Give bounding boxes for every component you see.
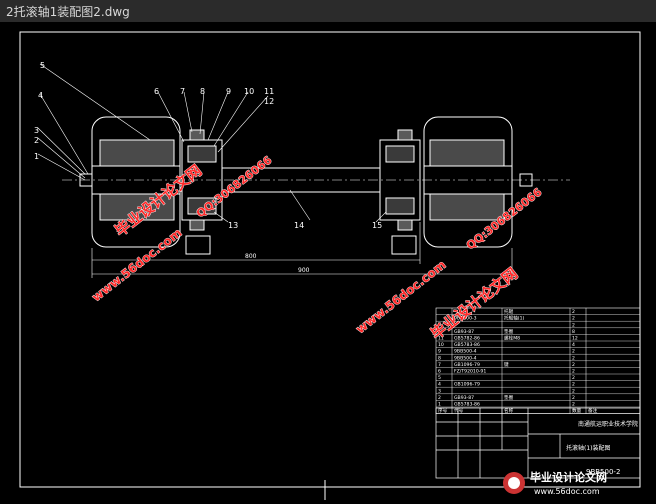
- bom-cell: 2: [572, 375, 575, 381]
- balloon-1: 1: [34, 152, 39, 161]
- bom-cell: 托辊轴(1): [504, 315, 524, 322]
- bom-cell: 7: [438, 362, 441, 368]
- bom-cell: 垫圈: [504, 328, 514, 335]
- balloon-15: 15: [372, 221, 382, 230]
- balloon-11: 11: [264, 87, 274, 96]
- right-roller: [423, 116, 513, 248]
- dim-overall: 900: [298, 267, 310, 274]
- balloon-12: 12: [264, 97, 274, 106]
- bom-cell: 螺栓M8: [504, 335, 520, 342]
- bom-cell: 9BB500-4: [454, 355, 477, 361]
- brand-url: www.56doc.com: [534, 487, 600, 496]
- bom-cell: 键: [504, 361, 509, 368]
- bom-cell: 5: [438, 375, 441, 381]
- bom-cell: 2: [572, 355, 575, 361]
- bom-cell: 2: [572, 395, 575, 401]
- cad-drawing: 800 900 1 2 3 4 5 6 7 8 9 10 11 12 13 14…: [19, 31, 641, 500]
- bom-cell: 数量: [572, 407, 582, 414]
- bom-cell: 2: [572, 362, 575, 368]
- balloon-8: 8: [200, 87, 205, 96]
- balloon-7: 7: [180, 87, 185, 96]
- bom-cell: GB93-87: [454, 395, 474, 401]
- brand-cn: 毕业设计论文网: [530, 470, 607, 484]
- leader-lines: [37, 63, 387, 223]
- bom-cell: GB1096-79: [454, 362, 480, 368]
- bom-cell: 2: [572, 309, 575, 315]
- bom-cell: 3: [438, 388, 441, 394]
- bom-cell: GB5783-86: [454, 342, 480, 348]
- bom-cell: GB5783-86: [454, 402, 480, 408]
- bom-cell: 4: [572, 342, 575, 348]
- balloon-5: 5: [40, 61, 45, 70]
- bom-cell: 12: [572, 336, 578, 342]
- bom-cell: 2: [572, 316, 575, 322]
- drawing-canvas[interactable]: 800 900 1 2 3 4 5 6 7 8 9 10 11 12 13 14…: [0, 22, 656, 500]
- balloon-6: 6: [154, 87, 159, 96]
- balloon-9: 9: [226, 87, 231, 96]
- bom-cell: 名称: [504, 407, 514, 414]
- bom-cell: GB1096-79: [454, 382, 480, 388]
- left-roller: [91, 116, 181, 248]
- bom-cell: 备注: [588, 407, 598, 414]
- bom-cell: 2: [438, 395, 441, 401]
- bom-cell: 10: [438, 342, 444, 348]
- bom-cell: 代号: [454, 407, 464, 414]
- window-title: 2托滚轴1装配图2.dwg: [6, 5, 130, 19]
- bom-cell: 2: [572, 369, 575, 375]
- brand-logo: 毕业设计论文网 www.56doc.com: [500, 468, 650, 498]
- window-titlebar: 2托滚轴1装配图2.dwg: [0, 0, 656, 23]
- balloon-2: 2: [34, 136, 39, 145]
- bom-cell: 8: [438, 355, 441, 361]
- bom-cell: 8: [572, 329, 575, 335]
- balloon-10: 10: [244, 87, 254, 96]
- bom-cell: 6: [438, 369, 441, 375]
- bom-cell: 9BB500-3: [454, 316, 477, 322]
- balloon-14: 14: [294, 221, 304, 230]
- bom-cell: GB93-87: [454, 329, 474, 335]
- bom-cell: 2: [572, 382, 575, 388]
- title-block: [435, 407, 641, 479]
- watermark-2: QQ:306826066: [193, 153, 275, 221]
- bom-cell: 2: [572, 349, 575, 355]
- bom-cell: 托辊: [504, 308, 514, 315]
- watermark-3: www.56doc.com: [89, 225, 185, 305]
- bom-cell: 2: [572, 402, 575, 408]
- balloon-13: 13: [228, 221, 238, 230]
- bom-cell: GB5782-86: [454, 336, 480, 342]
- drawing-frame: [19, 31, 641, 488]
- bom-cell: 9: [438, 349, 441, 355]
- title-drawing-no: 9BB500-2: [586, 468, 620, 476]
- bom-cell: FZ/T92010-91: [454, 369, 486, 375]
- bom-cell: 11: [438, 336, 444, 342]
- dim-span: 800: [245, 253, 257, 260]
- title-drawing-name: 托滚轴(1)装配图: [566, 444, 611, 452]
- bom-cell: 序号: [438, 407, 448, 414]
- balloon-3: 3: [34, 126, 39, 135]
- bom-cell: 1: [438, 402, 441, 408]
- dimension-lines: [91, 222, 513, 278]
- bom-cell: 2: [572, 322, 575, 328]
- bom-cell: 2: [572, 388, 575, 394]
- title-school: 南通航运职业技术学院: [578, 420, 638, 428]
- svg-text:QQ:306826066: QQ:306826066: [194, 153, 275, 220]
- bom-cell: 垫圈: [504, 394, 514, 401]
- svg-text:www.56doc.com: www.56doc.com: [89, 226, 184, 305]
- bom-cell: 9BB500-4: [454, 349, 477, 355]
- balloon-4: 4: [38, 91, 43, 100]
- right-bearing-housing: [379, 129, 421, 255]
- left-bearing-housing: [181, 129, 223, 255]
- bom-cell: 4: [438, 382, 441, 388]
